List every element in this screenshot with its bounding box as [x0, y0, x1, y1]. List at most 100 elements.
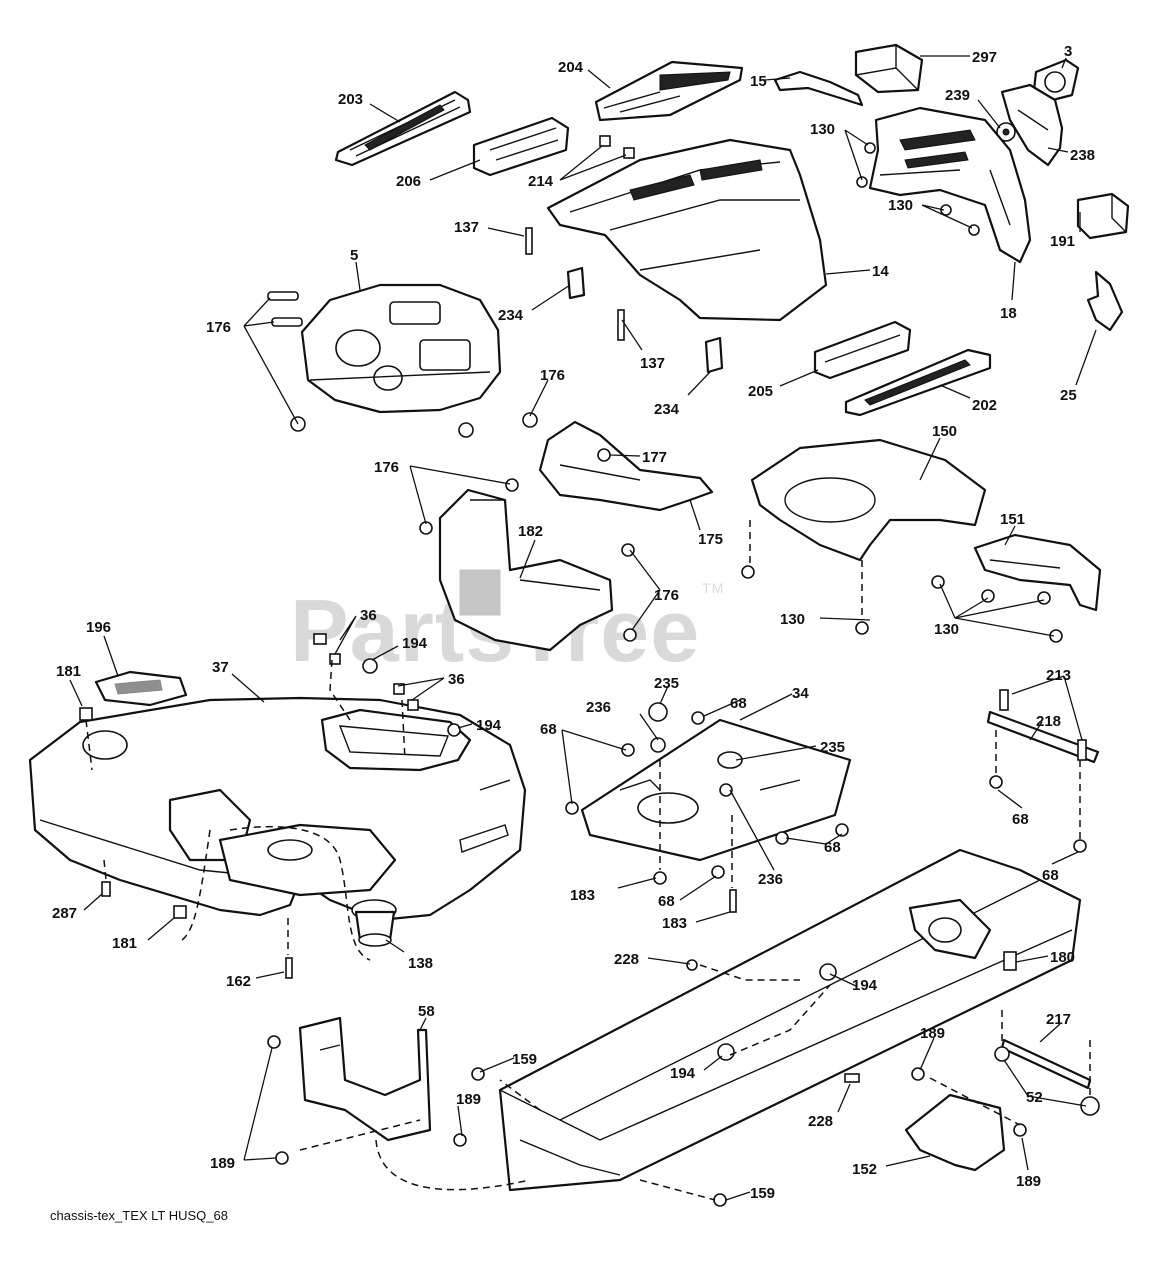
callout-151: 151: [1000, 511, 1025, 528]
callout-152: 152: [852, 1161, 877, 1178]
callout-196: 196: [86, 619, 111, 636]
callout-15: 15: [750, 73, 767, 90]
callout-130b: 130: [888, 197, 913, 214]
callout-130a: 130: [810, 121, 835, 138]
callout-68b: 68: [540, 721, 557, 738]
assembly-dashed-lines: [85, 520, 1091, 1201]
callout-34: 34: [792, 685, 809, 702]
part-3-knob: [1032, 58, 1080, 104]
callout-137b: 137: [640, 355, 665, 372]
callout-176c: 176: [374, 459, 399, 476]
diagram-caption: chassis-tex_TEX LT HUSQ_68: [50, 1208, 228, 1223]
part-176-pins: [267, 291, 637, 642]
callout-234b: 234: [654, 401, 680, 418]
callout-130d: 130: [934, 621, 959, 638]
callout-194c: 194: [852, 977, 878, 994]
part-137-strip-lower: [617, 309, 625, 341]
callout-214: 214: [528, 173, 554, 190]
callout-3: 3: [1064, 43, 1072, 60]
callout-162: 162: [226, 973, 251, 990]
part-238-panel: [1000, 83, 1064, 167]
callout-68d: 68: [824, 839, 841, 856]
part-18-dash-panel: [868, 106, 1032, 264]
callout-177: 177: [642, 449, 667, 466]
callout-leader-lines: [69, 55, 1097, 1201]
callout-239: 239: [945, 87, 970, 104]
callout-287: 287: [52, 905, 77, 922]
part-206-duct: [472, 116, 570, 177]
part-130-screws: [741, 142, 1063, 643]
callout-236b: 236: [758, 871, 783, 888]
part-180-frame: [498, 848, 1082, 1192]
callout-14: 14: [872, 263, 889, 280]
callout-68a: 68: [730, 695, 747, 712]
part-218-plate: [986, 689, 1100, 853]
callout-68e: 68: [1042, 867, 1059, 884]
part-5-dash-console: [300, 283, 502, 414]
callout-183a: 183: [570, 887, 595, 904]
part-204-vent-cover: [594, 60, 744, 122]
callout-25: 25: [1060, 387, 1077, 404]
lower-hardware: [267, 1035, 1027, 1207]
part-239-gear: [996, 122, 1016, 142]
part-202-grille: [844, 348, 992, 417]
part-14-hood: [546, 138, 828, 322]
part-175-bracket: [538, 420, 714, 512]
callout-218: 218: [1036, 713, 1061, 730]
callout-5: 5: [350, 247, 358, 264]
callout-52: 52: [1026, 1089, 1043, 1106]
callout-194d: 194: [670, 1065, 696, 1082]
callout-194a: 194: [402, 635, 428, 652]
part-203-grille-strip: [334, 90, 472, 167]
callout-36a: 36: [360, 607, 377, 624]
callout-181b: 181: [112, 935, 137, 952]
callout-159a: 159: [512, 1051, 537, 1068]
callout-297: 297: [972, 49, 997, 66]
part-217-rod: [994, 1038, 1100, 1116]
callout-191: 191: [1050, 233, 1075, 250]
callout-235b: 235: [820, 739, 845, 756]
part-34-plate: [580, 718, 852, 862]
callout-labels: 297 3 204 15 239 203 130 238 206 214 137…: [52, 43, 1095, 1202]
part-150-deflector: [750, 438, 987, 562]
part-138-boot: [351, 899, 397, 947]
callout-180: 180: [1050, 949, 1075, 966]
part-15-strip: [773, 70, 864, 107]
callout-176b: 176: [540, 367, 565, 384]
callout-68c: 68: [1012, 811, 1029, 828]
callout-217: 217: [1046, 1011, 1071, 1028]
part-234-bracket-lower: [704, 336, 724, 374]
callout-236a: 236: [586, 699, 611, 716]
callout-203: 203: [338, 91, 363, 108]
callout-228b: 228: [808, 1113, 833, 1130]
callout-228a: 228: [614, 951, 639, 968]
callout-202: 202: [972, 397, 997, 414]
callout-159b: 159: [750, 1185, 775, 1202]
callout-213: 213: [1046, 667, 1071, 684]
part-25-clip: [1086, 270, 1124, 332]
callout-176d: 176: [654, 587, 679, 604]
callout-189c: 189: [210, 1155, 235, 1172]
callout-235a: 235: [654, 675, 679, 692]
part-37-fender-body: [28, 696, 527, 922]
part-214-clips: [599, 135, 635, 159]
callout-176a: 176: [206, 319, 231, 336]
callout-18: 18: [1000, 305, 1017, 322]
callout-37: 37: [212, 659, 229, 676]
part-234-bracket-upper: [566, 266, 586, 300]
part-182-front-panel: [438, 488, 614, 652]
callout-175: 175: [698, 531, 723, 548]
part-196-cover: [94, 670, 188, 707]
callout-238: 238: [1070, 147, 1095, 164]
part-205-duct: [813, 320, 912, 380]
part-151-bracket: [973, 533, 1102, 612]
part-137-strip-upper: [525, 227, 533, 255]
callout-68f: 68: [658, 893, 675, 910]
callout-204: 204: [558, 59, 584, 76]
callout-130c: 130: [780, 611, 805, 628]
callout-183b: 183: [662, 915, 687, 932]
callout-150: 150: [932, 423, 957, 440]
part-58-bracket: [298, 1016, 432, 1142]
callout-189d: 189: [1016, 1173, 1041, 1190]
